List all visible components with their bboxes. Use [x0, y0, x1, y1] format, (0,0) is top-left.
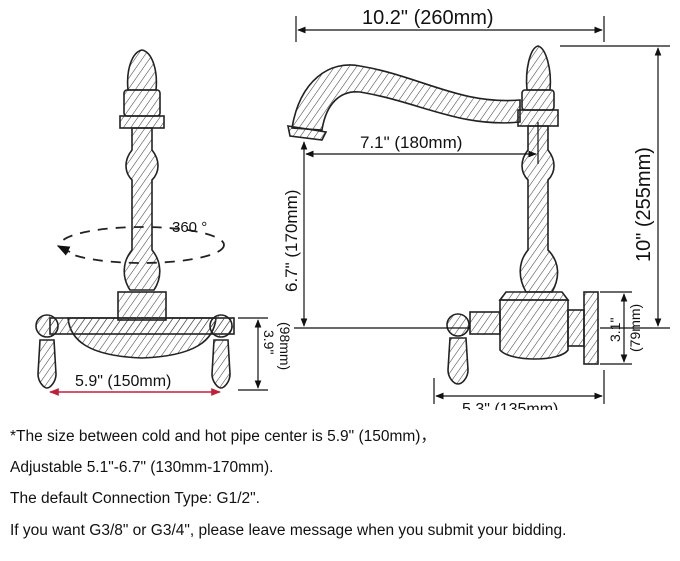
- handle-height-label: 3.9": [261, 330, 277, 354]
- note-connection-type: The default Connection Type: G1/2".: [10, 490, 260, 507]
- faucet-dimension-diagram: 360 ° 3.9" (98mm) 5.9" (150mm): [35, 7, 670, 410]
- rotation-label: 360 °: [172, 219, 207, 236]
- mount-depth-dimension: [433, 370, 605, 404]
- flange-height-label: 3.1": [607, 318, 623, 342]
- note-alternative-connection: If you want G3/8" or G3/4", please leave…: [10, 522, 567, 539]
- overall-width-label: 10.2" (260mm): [362, 7, 494, 29]
- note-adjustable-range: Adjustable 5.1"-6.7" (130mm-170mm).: [10, 459, 274, 476]
- overall-width-dimension: [295, 16, 605, 42]
- mount-depth-label: 5.3" (135mm): [462, 401, 558, 410]
- note-pipe-center: *The size between cold and hot pipe cent…: [10, 428, 436, 445]
- rotation-indicator: [56, 226, 225, 264]
- pipe-center-label: 5.9" (150mm): [75, 373, 171, 390]
- flange-height-mm-label: (79mm): [627, 304, 643, 352]
- overall-height-label: 10" (255mm): [633, 147, 655, 262]
- front-view-faucet: [35, 49, 235, 389]
- overall-height-dimension: [560, 45, 670, 329]
- spout-height-label: 6.7" (170mm): [282, 190, 301, 292]
- handle-height-mm-label: (98mm): [277, 322, 293, 370]
- flange-height-dimension: [600, 291, 632, 365]
- handle-height-dimension: [238, 317, 268, 391]
- spout-reach-label: 7.1" (180mm): [360, 133, 462, 152]
- spout-height-dimension: [294, 141, 470, 329]
- spout-reach-dimension: [305, 122, 539, 164]
- side-view-faucet: [286, 45, 599, 385]
